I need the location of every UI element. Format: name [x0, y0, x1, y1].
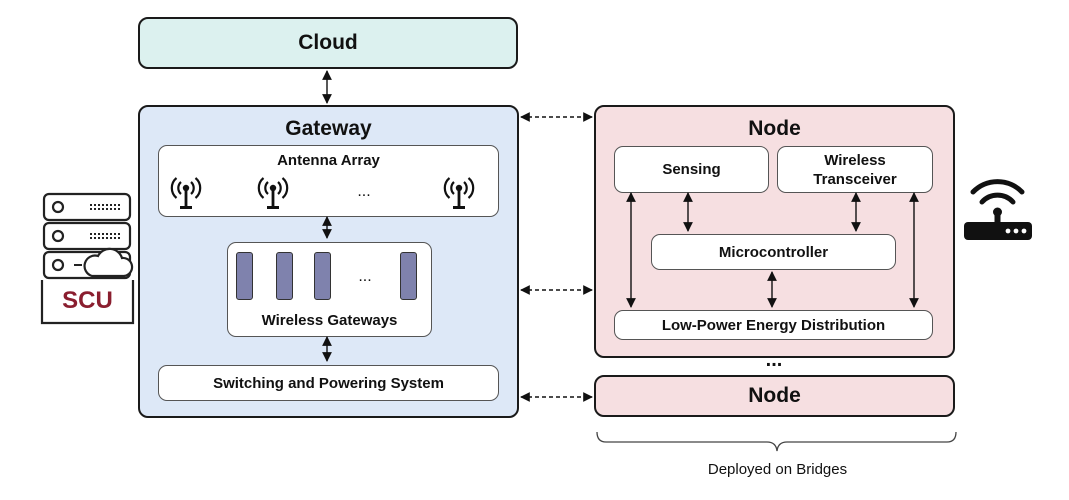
deployed-on-bridges-label: Deployed on Bridges	[707, 460, 848, 478]
server-rack-icon: SCU	[40, 190, 135, 325]
microcontroller-box: Microcontroller	[651, 234, 896, 270]
gateway-module	[400, 252, 417, 300]
transceiver-line1: Wireless	[824, 151, 886, 169]
antenna-array-box: Antenna Array ...	[158, 145, 499, 217]
gateway-module	[314, 252, 331, 300]
wifi-router-icon	[964, 179, 1032, 240]
energy-distribution-box: Low-Power Energy Distribution	[614, 310, 933, 340]
wireless-gateways-box: ... Wireless Gateways	[227, 242, 432, 337]
antenna-ellipsis: ...	[357, 183, 371, 200]
cloud-label: Cloud	[298, 31, 358, 54]
gateway-ellipsis: ...	[358, 268, 372, 285]
node-block-2: Node	[594, 375, 955, 417]
node-title: Node	[748, 117, 801, 140]
gateway-module	[236, 252, 253, 300]
cloud-block: Cloud	[138, 17, 518, 69]
gateway-module	[276, 252, 293, 300]
antenna-icon	[257, 177, 289, 209]
antenna-icon	[443, 177, 475, 209]
node2-title: Node	[748, 384, 801, 407]
antenna-array-label: Antenna Array	[277, 151, 380, 169]
node-block: Node Sensing Wireless Transceiver Microc…	[594, 105, 955, 358]
switching-powering-box: Switching and Powering System	[158, 365, 499, 401]
wireless-gateways-label: Wireless Gateways	[261, 311, 398, 329]
sensing-box: Sensing	[614, 146, 769, 193]
node-ellipsis: ...	[765, 348, 783, 371]
gateway-title: Gateway	[285, 117, 372, 140]
wireless-transceiver-box: Wireless Transceiver	[777, 146, 933, 193]
antenna-icon	[170, 177, 202, 209]
gateway-block: Gateway Antenna Array ...	[138, 105, 519, 418]
scu-label: SCU	[62, 287, 113, 314]
bridge-brace	[596, 431, 957, 452]
transceiver-line2: Transceiver	[813, 170, 897, 188]
